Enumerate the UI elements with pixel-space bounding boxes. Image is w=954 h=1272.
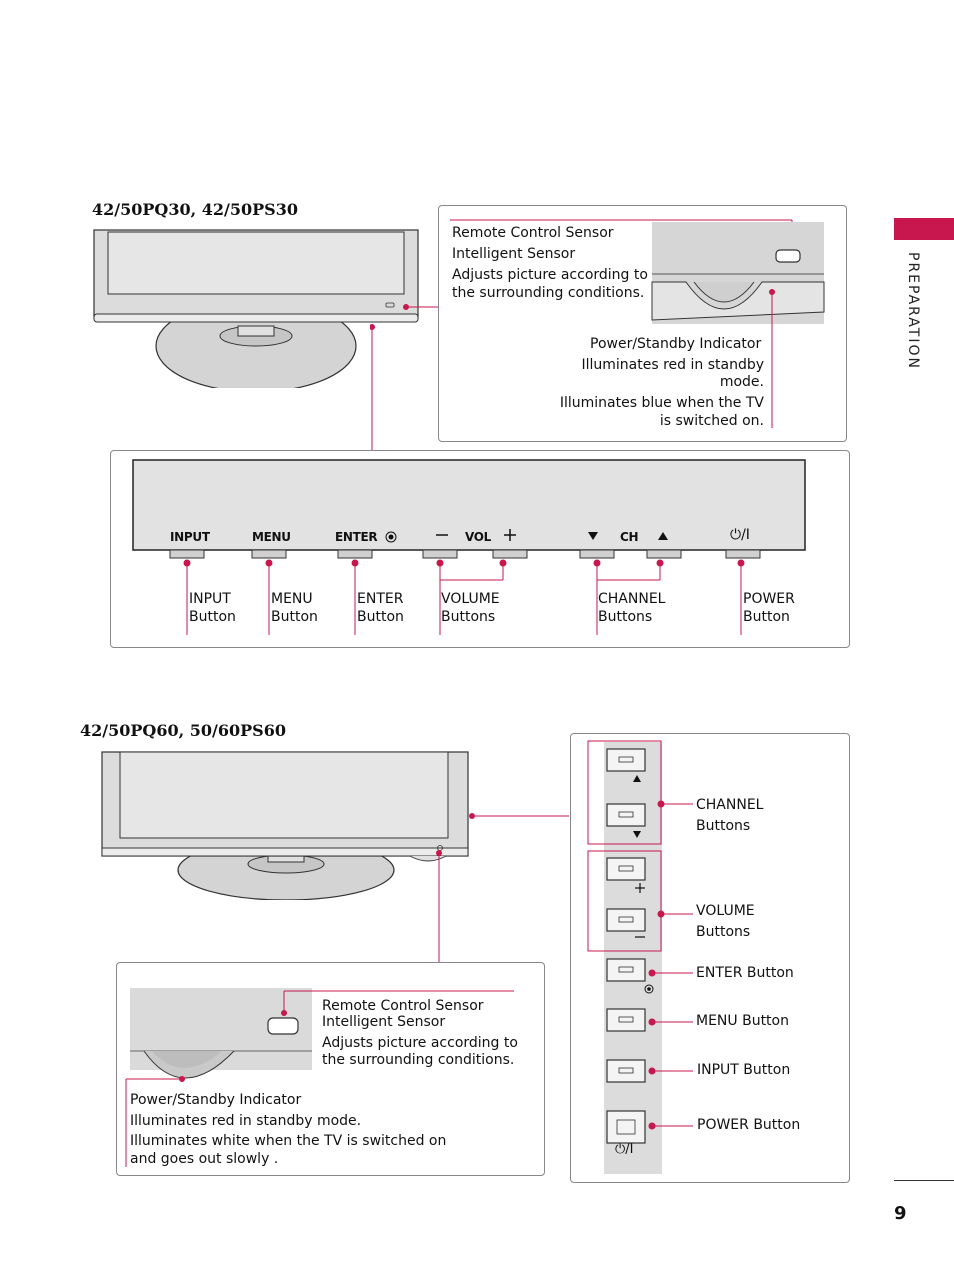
page-number-rule [894, 1180, 954, 1181]
side-callout-menu: MENU Button [696, 1013, 789, 1029]
bottom-sensor-desc-1: Adjusts picture according to [322, 1035, 518, 1051]
bottom-tv-illustration [101, 751, 475, 900]
bottom-sensor-title-1: Remote Control Sensor [322, 998, 484, 1014]
bottom-sensor-desc-2: the surrounding conditions. [322, 1052, 515, 1068]
panel-input-label: INPUT [170, 530, 210, 544]
panel-enter-label: ENTER [335, 530, 378, 544]
section-tab-label: PREPARATION [905, 252, 921, 370]
panel-menu-label: MENU [252, 530, 291, 544]
top-sensor-title-2: Intelligent Sensor [452, 246, 576, 262]
side-button-strip [587, 740, 693, 1174]
top-indicator-title: Power/Standby Indicator [590, 336, 762, 352]
top-indicator-desc-1: Illuminates red in standby [581, 357, 764, 373]
top-indicator-desc-3: Illuminates blue when the TV [559, 395, 764, 411]
bottom-indicator-desc-1: Illuminates red in standby mode. [130, 1113, 362, 1129]
panel-ch-label: CH [620, 530, 639, 544]
top-sensor-desc-1: Adjusts picture according to [452, 267, 648, 283]
side-callout-power: POWER Button [697, 1117, 801, 1133]
top-sensor-desc-2: the surrounding conditions. [452, 285, 645, 301]
top-model-title: 42/50PQ30, 42/50PS30 [92, 200, 298, 219]
page-number: 9 [894, 1203, 907, 1224]
top-sensor-closeup [450, 219, 825, 428]
side-callout-enter: ENTER Button [696, 965, 794, 981]
bottom-connector-lines [438, 815, 569, 963]
top-connector-lines [370, 306, 440, 451]
panel-power-symbol: ⏻/I [730, 527, 750, 543]
bottom-indicator-desc-2: Illuminates white when the TV is switche… [130, 1133, 447, 1149]
side-callout-input: INPUT Button [697, 1062, 791, 1078]
bottom-model-title: 42/50PQ60, 50/60PS60 [80, 721, 286, 740]
top-button-panel [132, 459, 806, 635]
top-tv-illustration [93, 229, 419, 388]
bottom-indicator-desc-3: and goes out slowly . [130, 1151, 279, 1167]
section-tab-marker [894, 218, 954, 240]
bottom-indicator-title: Power/Standby Indicator [130, 1092, 302, 1108]
bottom-sensor-title-2: Intelligent Sensor [322, 1014, 446, 1030]
top-indicator-desc-4: is switched on. [659, 413, 764, 429]
bottom-sensor-closeup [125, 988, 514, 1167]
side-power-symbol: ⏻/I [615, 1142, 634, 1157]
panel-vol-label: VOL [465, 530, 492, 544]
top-indicator-desc-2: mode. [719, 374, 764, 390]
top-sensor-title-1: Remote Control Sensor [452, 225, 614, 241]
